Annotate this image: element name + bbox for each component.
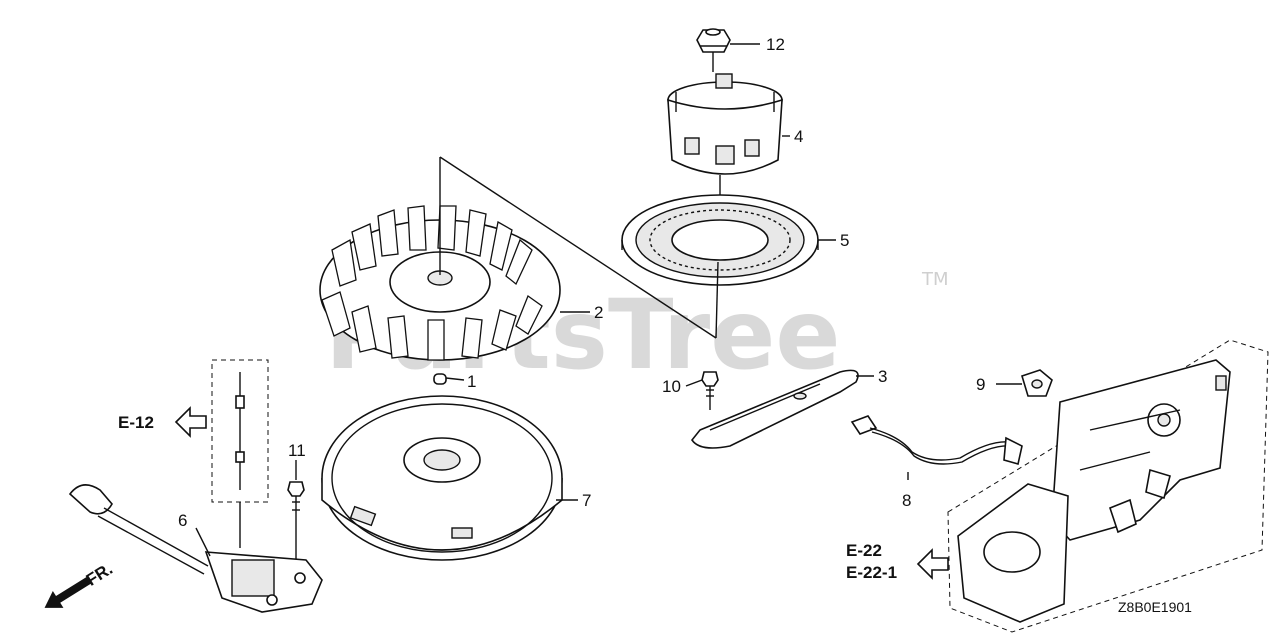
- callout-10: 10: [662, 377, 681, 396]
- callout-3: 3: [878, 367, 887, 386]
- stud: [235, 372, 245, 490]
- part-9-clip[interactable]: [1021, 369, 1053, 397]
- callout-1: 1: [467, 372, 476, 391]
- front-arrow-icon: [44, 576, 91, 608]
- control-base-plate: [947, 339, 1269, 633]
- part-8-wire[interactable]: [850, 415, 1023, 466]
- part-12-nut[interactable]: [696, 28, 731, 53]
- callout-6: 6: [178, 511, 187, 530]
- part-1-key[interactable]: [433, 373, 447, 385]
- callout-7: 7: [582, 491, 591, 510]
- ref-right-arrow-icon[interactable]: [916, 548, 949, 580]
- part-2-fan[interactable]: [319, 205, 561, 361]
- ref-left-arrow-icon[interactable]: [174, 406, 207, 438]
- watermark-tm: TM: [921, 269, 949, 290]
- callout-11: 11: [288, 441, 306, 460]
- callout-9: 9: [976, 375, 985, 394]
- callout-4: 4: [794, 127, 803, 146]
- ref-right-label-2[interactable]: E-22-1: [846, 563, 897, 582]
- leader-lines: [195, 43, 1022, 557]
- drawing-code: Z8B0E1901: [1118, 599, 1192, 615]
- callout-2: 2: [594, 303, 603, 322]
- part-10-bolt[interactable]: [701, 371, 719, 410]
- ref-left-label[interactable]: E-12: [118, 413, 154, 432]
- part-3-guide[interactable]: [691, 369, 859, 449]
- ref-right-label-1[interactable]: E-22: [846, 541, 882, 560]
- callout-5: 5: [840, 231, 849, 250]
- part-7-flywheel[interactable]: [321, 395, 563, 561]
- part-4-ratchet[interactable]: [667, 73, 783, 175]
- callout-8: 8: [902, 491, 911, 510]
- part-11-bolt[interactable]: [287, 481, 305, 526]
- callout-12: 12: [766, 35, 785, 54]
- part-6-ignition-coil[interactable]: [68, 484, 323, 613]
- part-5-pulley[interactable]: [621, 194, 819, 286]
